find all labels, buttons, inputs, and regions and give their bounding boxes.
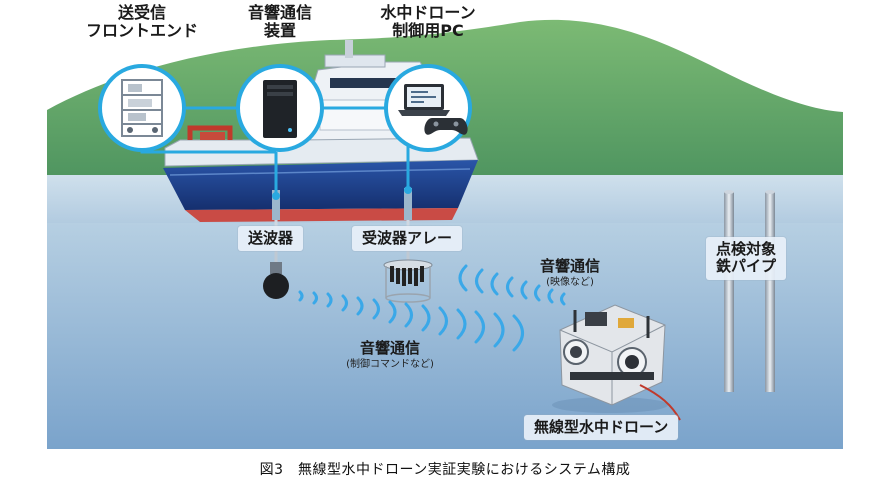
acoustic-device-circle xyxy=(236,64,324,152)
label-control-pc: 水中ドローン 制御用PC xyxy=(368,3,488,41)
label-control-pc-line1: 水中ドローン xyxy=(380,3,476,22)
pipe-icon xyxy=(724,190,775,392)
acoustic-waves-uplink xyxy=(458,264,566,306)
hydrophone-array-icon xyxy=(383,250,433,303)
acoustic-waves-downlink xyxy=(298,290,524,352)
label-inspection-target-line2: 鉄パイプ xyxy=(716,257,777,276)
label-acoustic-video-sub: (映像など) xyxy=(546,277,594,289)
label-inspection-target-line1: 点検対象 xyxy=(716,240,777,258)
label-drone: 無線型水中ドローン xyxy=(524,415,679,441)
ship xyxy=(163,40,479,255)
label-frontend-line2: フロントエンド xyxy=(85,21,198,41)
label-acoustic-control-sub: (制御コマンドなど) xyxy=(346,359,434,371)
laptop-icon xyxy=(398,84,450,116)
transducer-icon xyxy=(263,250,289,299)
label-acoustic-video: 音響通信 (映像など) xyxy=(520,257,620,289)
label-receiver-array: 受波器アレー xyxy=(352,226,463,252)
label-acoustic-control: 音響通信 (制御コマンドなど) xyxy=(330,339,450,371)
control-pc-circle xyxy=(384,64,472,152)
label-control-pc-line2: 制御用PC xyxy=(392,21,464,41)
label-frontend-line1: 送受信 xyxy=(117,3,166,22)
label-transmitter: 送波器 xyxy=(238,226,304,252)
label-inspection-target: 点検対象 鉄パイプ xyxy=(706,237,787,280)
gamepad-icon xyxy=(424,118,468,135)
label-acoustic-control-title: 音響通信 xyxy=(359,339,420,357)
drone-icon xyxy=(552,304,681,421)
rack-icon xyxy=(121,79,163,137)
landscape xyxy=(47,0,843,449)
figure-caption: 図3 無線型水中ドローン実証実験におけるシステム構成 xyxy=(259,462,631,478)
label-acoustic-device-line2: 装置 xyxy=(263,21,296,41)
label-acoustic-device-line1: 音響通信 xyxy=(247,3,312,22)
label-frontend: 送受信 フロントエンド xyxy=(82,3,202,41)
label-acoustic-video-title: 音響通信 xyxy=(539,257,600,275)
server-tower-icon xyxy=(263,80,297,138)
label-acoustic-device: 音響通信 装置 xyxy=(230,3,330,41)
system-diagram xyxy=(47,0,843,449)
frontend-circle xyxy=(98,64,186,152)
